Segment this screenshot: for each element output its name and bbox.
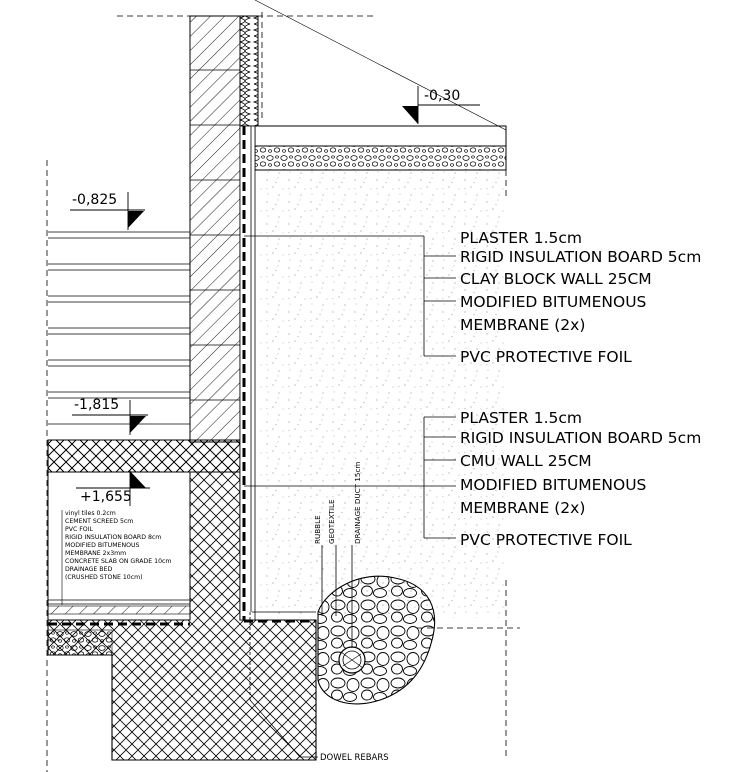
callout-upper-3: CLAY BLOCK WALL 25CM [460,270,652,288]
floor-note-1: vinyl tiles 0.2cm [65,510,116,517]
floor-note-9: (CRUSHED STONE 10cm) [65,574,143,581]
callout-upper-2: RIGID INSULATION BOARD 5cm [460,248,701,266]
level-marker-l4 [76,470,150,506]
left-courses [48,231,190,425]
callout-lower-6: PVC PROTECTIVE FOIL [460,531,632,549]
floor-layer-notes: vinyl tiles 0.2cm CEMENT SCREED 5cm PVC … [65,510,171,581]
drainage-rubble [317,575,436,705]
callout-upper-5: MEMBRANE (2x) [460,316,585,334]
floor-note-8: DRAINAGE BED [65,566,112,573]
level-marker-l2 [70,192,145,230]
callout-lower-4: MODIFIED BITUMENOUS [460,476,646,494]
label-dowel-rebars: DOWEL REBARS [320,753,389,763]
label-rubble: RUBBLE [313,515,322,544]
label-drainage-duct: DRAINAGE DUCT 15cm [353,462,362,544]
floor-note-2: CEMENT SCREED 5cm [65,518,133,525]
backfill [258,170,506,618]
callout-lower-leaders [244,416,456,539]
floor-note-3: PVC FOIL [65,526,94,533]
level-marker-l1 [402,86,480,124]
level-marker-l3 [72,400,148,435]
level-label-l1: -0,30 [424,88,460,104]
callout-lower-1: PLASTER 1.5cm [460,409,582,427]
callout-lower-5: MEMBRANE (2x) [460,499,585,517]
floor-note-5: MODIFIED BITUMENOUS [65,542,139,549]
callout-lower: PLASTER 1.5cm RIGID INSULATION BOARD 5cm… [460,409,701,549]
top-paving [254,0,507,171]
wall-joints [190,69,240,401]
callout-upper-leaders [244,235,456,357]
callout-upper-6: PVC PROTECTIVE FOIL [460,348,632,366]
basement-wall-footing [47,439,317,761]
callout-lower-2: RIGID INSULATION BOARD 5cm [460,429,701,447]
upper-wall [189,15,259,443]
callout-upper-1: PLASTER 1.5cm [460,229,582,247]
callout-upper: PLASTER 1.5cm RIGID INSULATION BOARD 5cm… [460,229,701,366]
rebar-leader [249,699,318,758]
drain-leaders [321,545,353,648]
level-label-l3: -1,815 [74,397,119,413]
callout-lower-3: CMU WALL 25CM [460,452,592,470]
callout-upper-4: MODIFIED BITUMENOUS [460,293,646,311]
level-label-l2: -0,825 [72,192,117,208]
floor-note-4: RIGID INSULATION BOARD 8cm [65,534,161,541]
label-geotextile: GEOTEXTILE [327,499,336,544]
level-label-l4: +1,655 [80,489,132,505]
floor-note-6: MEMBRANE 2x3mm [65,550,126,557]
floor-note-7: CONCRETE SLAB ON GRADE 10cm [65,558,171,565]
waterproofing [48,125,316,626]
